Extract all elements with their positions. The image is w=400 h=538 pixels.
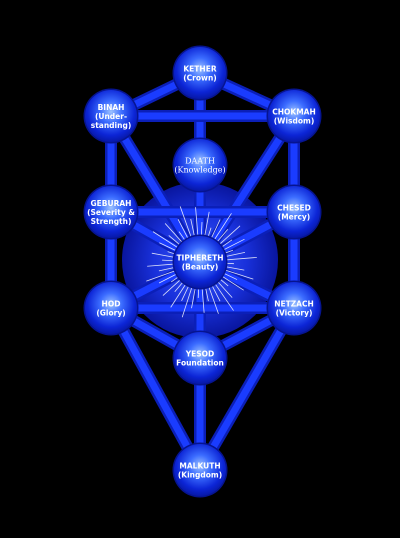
sephirah-chesed: CHESED(Mercy) bbox=[266, 184, 322, 240]
sphere bbox=[174, 47, 226, 99]
sephirah-label-line: (Victory) bbox=[276, 309, 313, 318]
sephirah-kether: KETHER(Crown) bbox=[172, 45, 228, 101]
sphere bbox=[268, 282, 320, 334]
sphere bbox=[174, 236, 226, 288]
sphere bbox=[174, 139, 226, 191]
path-core-hod-malkuth bbox=[107, 304, 204, 474]
sphere bbox=[85, 90, 137, 142]
sephirah-label-line: (Kingdom) bbox=[178, 471, 222, 480]
sephirah-label-line: (Under- bbox=[95, 112, 127, 121]
sephirah-malkuth: MALKUTH(Kingdom) bbox=[172, 442, 228, 498]
sephirah-label-line: TIPHERETH bbox=[176, 254, 223, 263]
sephirah-label-line: (Severity & bbox=[87, 208, 135, 217]
sphere bbox=[85, 282, 137, 334]
sephirah-daath: DAATH(Knowledge) bbox=[172, 137, 228, 193]
path-core-netzach-malkuth bbox=[196, 304, 298, 474]
sephirah-chokmah: CHOKMAH(Wisdom) bbox=[266, 88, 322, 144]
sephirah-label-line: MALKUTH bbox=[179, 462, 220, 471]
sephirah-label-line: (Mercy) bbox=[278, 213, 310, 222]
sphere bbox=[268, 186, 320, 238]
sephirah-binah: BINAH(Under-standing) bbox=[83, 88, 139, 144]
sephirah-label-line: YESOD bbox=[185, 350, 215, 359]
sephirah-label-line: BINAH bbox=[98, 103, 125, 112]
sephirah-label-line: Foundation bbox=[176, 359, 224, 368]
sephirah-hod: HOD(Glory) bbox=[83, 280, 139, 336]
path-core-binah-tiphereth bbox=[107, 112, 204, 266]
sephirah-tiphereth: TIPHERETH(Beauty) bbox=[172, 234, 228, 290]
sephirah-label-line: CHOKMAH bbox=[272, 108, 316, 117]
sphere bbox=[174, 444, 226, 496]
sephirah-netzach: NETZACH(Victory) bbox=[266, 280, 322, 336]
sephirah-label-line: (Knowledge) bbox=[174, 166, 225, 175]
sephirah-label-line: (Glory) bbox=[96, 309, 125, 318]
sephirah-label-line: CHESED bbox=[277, 204, 311, 213]
sephirah-label-line: DAATH bbox=[185, 157, 215, 166]
sephirah-label-line: HOD bbox=[102, 300, 121, 309]
sephirah-label-line: NETZACH bbox=[274, 300, 314, 309]
sephirah-label-line: (Crown) bbox=[183, 74, 216, 83]
sphere bbox=[174, 332, 226, 384]
sephirah-geburah: GEBURAH(Severity &Strength) bbox=[83, 184, 139, 240]
sephirah-label-line: (Wisdom) bbox=[274, 117, 315, 126]
sephirah-label-line: Strength) bbox=[91, 217, 132, 226]
sphere bbox=[85, 186, 137, 238]
sephirah-label-line: standing) bbox=[91, 121, 132, 130]
sphere bbox=[268, 90, 320, 142]
sephirah-label-line: GEBURAH bbox=[91, 199, 132, 208]
sephirot-layer: KETHER(Crown) BINAH(Under-standing) CHOKMA… bbox=[83, 45, 322, 498]
sephirah-label-line: KETHER bbox=[183, 65, 216, 74]
sephirah-label-line: (Beauty) bbox=[182, 263, 219, 272]
